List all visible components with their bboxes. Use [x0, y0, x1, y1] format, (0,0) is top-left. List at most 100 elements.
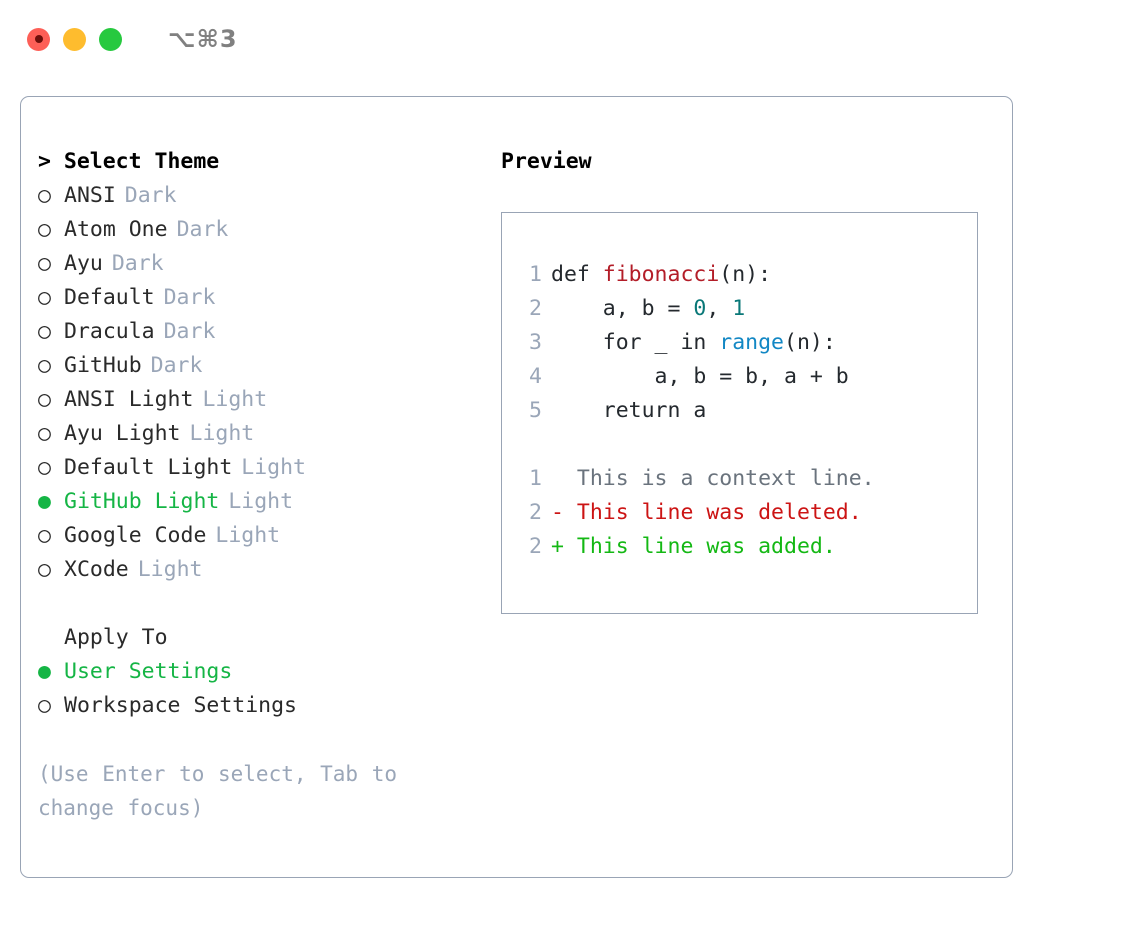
diff-marker: + [551, 534, 577, 559]
code-token-plain: a, b = [551, 296, 694, 321]
keyboard-hint-text: (Use Enter to select, Tab to change focu… [38, 762, 398, 820]
preview-heading: Preview [501, 149, 592, 174]
apply-to-list: ● User Settings ○ Workspace Settings [38, 655, 478, 723]
diff-line-text: - This line was deleted. [542, 496, 862, 530]
theme-variant-tag: Light [241, 455, 307, 480]
theme-list-item[interactable]: ○ ANSI Dark [38, 179, 478, 213]
apply-to-heading: Apply To [64, 625, 168, 650]
diff-line-number: 2 [529, 500, 542, 525]
diff-sample: 1 This is a context line.2- This line wa… [502, 462, 977, 564]
code-token-plain: a, b = b, a + b [551, 364, 849, 389]
theme-name-label: XCode [64, 557, 129, 582]
code-token-plain: (n): [784, 330, 836, 355]
theme-variant-tag: Light [202, 387, 268, 412]
theme-name-label: Google Code [64, 523, 207, 548]
keyboard-shortcut-label: ⌥⌘3 [168, 25, 238, 53]
diff-line: 2+ This line was added. [502, 530, 977, 564]
code-token-plain: for _ in [551, 330, 720, 355]
code-text: for _ in range(n): [542, 326, 836, 360]
theme-name-label: Default [64, 285, 155, 310]
radio-unselected-icon[interactable]: ○ [38, 251, 51, 276]
theme-list-item[interactable]: ○ GitHub Dark [38, 349, 478, 383]
theme-variant-tag: Light [215, 523, 281, 548]
line-number: 1 [529, 262, 542, 287]
theme-list-item[interactable]: ○ Atom One Dark [38, 213, 478, 247]
radio-unselected-icon[interactable]: ○ [38, 183, 51, 208]
radio-unselected-icon[interactable]: ○ [38, 455, 51, 480]
theme-list-item[interactable]: ○ Google Code Light [38, 519, 478, 553]
diff-line-text: + This line was added. [542, 530, 836, 564]
theme-variant-tag: Dark [163, 319, 216, 344]
apply-to-option-label: User Settings [64, 659, 233, 684]
theme-name-label: GitHub Light [64, 489, 220, 514]
theme-variant-tag: Dark [176, 217, 229, 242]
apply-to-option[interactable]: ● User Settings [38, 655, 478, 689]
radio-unselected-icon[interactable]: ○ [38, 353, 51, 378]
code-token-call: range [719, 330, 785, 355]
radio-unselected-icon[interactable]: ○ [38, 693, 51, 718]
theme-variant-tag: Dark [150, 353, 203, 378]
theme-variant-tag: Dark [111, 251, 164, 276]
theme-variant-tag: Dark [163, 285, 216, 310]
diff-marker [551, 466, 577, 491]
theme-name-label: ANSI [64, 183, 116, 208]
radio-unselected-icon[interactable]: ○ [38, 217, 51, 242]
radio-unselected-icon[interactable]: ○ [38, 387, 51, 412]
radio-selected-icon[interactable]: ● [38, 659, 51, 684]
apply-to-option-label: Workspace Settings [64, 693, 297, 718]
line-number: 5 [529, 398, 542, 423]
radio-unselected-icon[interactable]: ○ [38, 319, 51, 344]
theme-list-item[interactable]: ○ Dracula Dark [38, 315, 478, 349]
radio-unselected-icon[interactable]: ○ [38, 523, 51, 548]
code-line: 2 a, b = 0, 1 [502, 292, 977, 326]
theme-list-item[interactable]: ● GitHub Light Light [38, 485, 478, 519]
radio-selected-icon[interactable]: ● [38, 489, 51, 514]
theme-variant-tag: Light [189, 421, 255, 446]
theme-variant-tag: Dark [124, 183, 177, 208]
diff-line-number: 2 [529, 534, 542, 559]
theme-list-item[interactable]: ○ XCode Light [38, 553, 478, 587]
theme-list-item[interactable]: ○ Default Dark [38, 281, 478, 315]
code-text: a, b = 0, 1 [542, 292, 745, 326]
code-token-plain: return a [551, 398, 707, 423]
radio-unselected-icon[interactable]: ○ [38, 421, 51, 446]
radio-unselected-icon[interactable]: ○ [38, 557, 51, 582]
theme-list-item[interactable]: ○ Default Light Light [38, 451, 478, 485]
title-bar: ⌥⌘3 [0, 0, 1140, 78]
theme-name-label: Atom One [64, 217, 168, 242]
diff-content: This line was deleted. [576, 500, 862, 525]
diff-content: This is a context line. [576, 466, 875, 491]
theme-variant-tag: Light [137, 557, 203, 582]
select-theme-heading: > Select Theme [38, 149, 220, 174]
maximize-button[interactable] [99, 27, 122, 51]
theme-name-label: Dracula [64, 319, 155, 344]
diff-content: This line was added. [576, 534, 836, 559]
theme-name-label: Default Light [64, 455, 233, 480]
diff-line-number: 1 [529, 466, 542, 491]
theme-name-label: GitHub [64, 353, 142, 378]
code-token-plain: (n): [719, 262, 772, 287]
apply-to-option[interactable]: ○ Workspace Settings [38, 689, 478, 723]
radio-unselected-icon[interactable]: ○ [38, 285, 51, 310]
diff-line: 2- This line was deleted. [502, 496, 977, 530]
minimize-button[interactable] [63, 27, 86, 51]
code-token-plain: def [551, 262, 603, 287]
code-diff-spacer [502, 428, 977, 462]
diff-line: 1 This is a context line. [502, 462, 977, 496]
code-line: 5 return a [502, 394, 977, 428]
code-text: return a [542, 394, 707, 428]
code-token-number: 0 [693, 296, 707, 321]
diff-marker: - [551, 500, 577, 525]
theme-variant-tag: Light [228, 489, 294, 514]
close-button[interactable] [27, 27, 50, 51]
code-token-function: fibonacci [602, 262, 720, 287]
